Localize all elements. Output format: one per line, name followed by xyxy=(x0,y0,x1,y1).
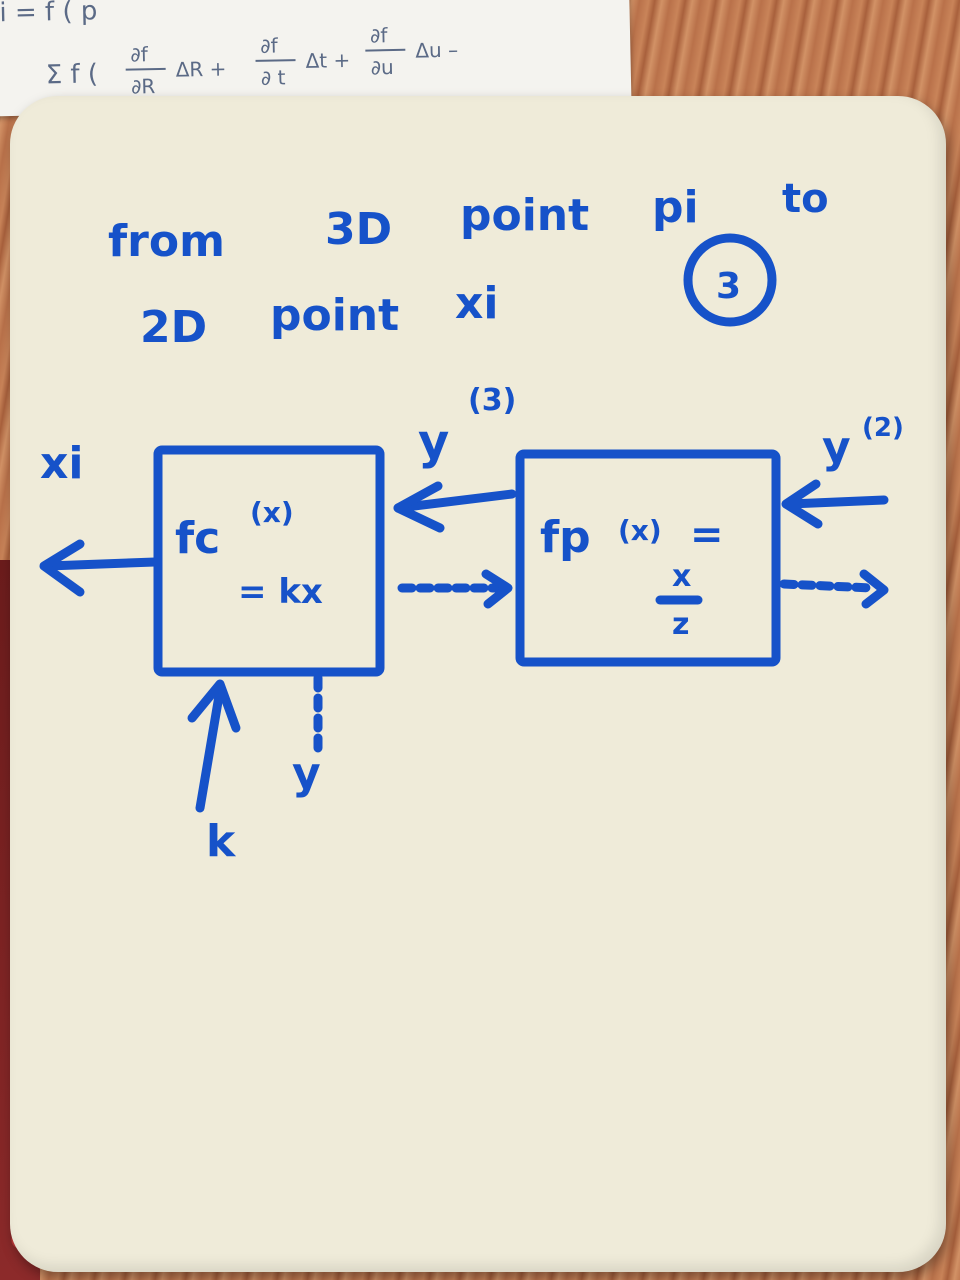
bottom-input-arrowhead xyxy=(187,679,241,733)
paper-line-1: i = f ( p xyxy=(0,0,98,28)
title-word-point-2: point xyxy=(270,290,399,341)
paper-term-3-den: ∂u xyxy=(370,55,394,79)
right-input-y: y xyxy=(822,422,851,473)
paper-term-2-den: ∂ t xyxy=(261,65,286,90)
projection-block-numerator: x xyxy=(672,559,691,594)
projection-block-fp: fp xyxy=(540,512,591,563)
paper-line-2-prefix: Σ f ( xyxy=(45,59,98,90)
middle-signal-superscript: (3) xyxy=(468,383,516,418)
circled-number: 3 xyxy=(716,266,741,307)
right-input-arrow-shaft xyxy=(785,495,889,509)
right-dotted-arrow-shaft xyxy=(779,579,877,593)
paper-term-2-rest: Δt + xyxy=(305,48,350,73)
paper-term-3-rest: Δu – xyxy=(415,38,458,63)
bottom-input-arrow-shaft xyxy=(195,685,225,813)
projection-block xyxy=(515,449,781,667)
paper-fraction-bar-1 xyxy=(125,67,166,71)
output-label-xi: xi xyxy=(40,438,83,489)
title-word-3d: 3D xyxy=(325,204,392,255)
paper-math-notes: i = f ( p Σ f ( ∂f ∂R ΔR + ∂f ∂ t Δt + ∂… xyxy=(0,0,458,99)
middle-arrowhead xyxy=(393,481,445,533)
title-var-pi: pi xyxy=(652,182,699,233)
paper-term-1-rest: ΔR + xyxy=(175,57,226,82)
circle-mark xyxy=(683,233,777,327)
title-word-from: from xyxy=(108,216,225,267)
title-word-to: to xyxy=(782,176,829,222)
bottom-output-y: y xyxy=(292,748,321,799)
paper-sheet: i = f ( p Σ f ( ∂f ∂R ΔR + ∂f ∂ t Δt + ∂… xyxy=(0,0,632,117)
camera-block xyxy=(153,445,385,677)
dotted-arrowhead xyxy=(481,569,513,609)
projection-block-superscript: (x) xyxy=(618,514,662,547)
title-word-point: point xyxy=(460,190,589,241)
camera-block-superscript: (x) xyxy=(250,496,294,529)
paper-fraction-bar-3 xyxy=(365,48,406,52)
middle-arrow-shaft xyxy=(393,489,517,513)
paper-term-1-den: ∂R xyxy=(131,74,156,99)
paper-fraction-bar-2 xyxy=(255,59,296,62)
projection-block-equals: = xyxy=(690,512,724,558)
projection-block-denominator: z xyxy=(672,607,689,642)
bottom-input-k: k xyxy=(206,816,237,867)
left-output-arrowhead xyxy=(39,539,85,597)
title-word-2d: 2D xyxy=(140,302,207,353)
camera-block-eq: = kx xyxy=(238,572,323,612)
right-input-arrowhead xyxy=(781,479,823,529)
middle-signal-y: y xyxy=(418,414,449,470)
left-output-arrow-shaft xyxy=(43,557,160,571)
right-input-superscript: (2) xyxy=(862,413,904,443)
right-dotted-arrowhead xyxy=(859,569,889,609)
paper-term-1-num: ∂f xyxy=(130,42,149,66)
paper-term-3-num: ∂f xyxy=(370,23,389,47)
camera-block-fc: fc xyxy=(175,513,220,564)
paper-term-2-num: ∂f xyxy=(260,33,279,57)
title-var-xi: xi xyxy=(455,278,498,329)
whiteboard xyxy=(10,96,946,1272)
